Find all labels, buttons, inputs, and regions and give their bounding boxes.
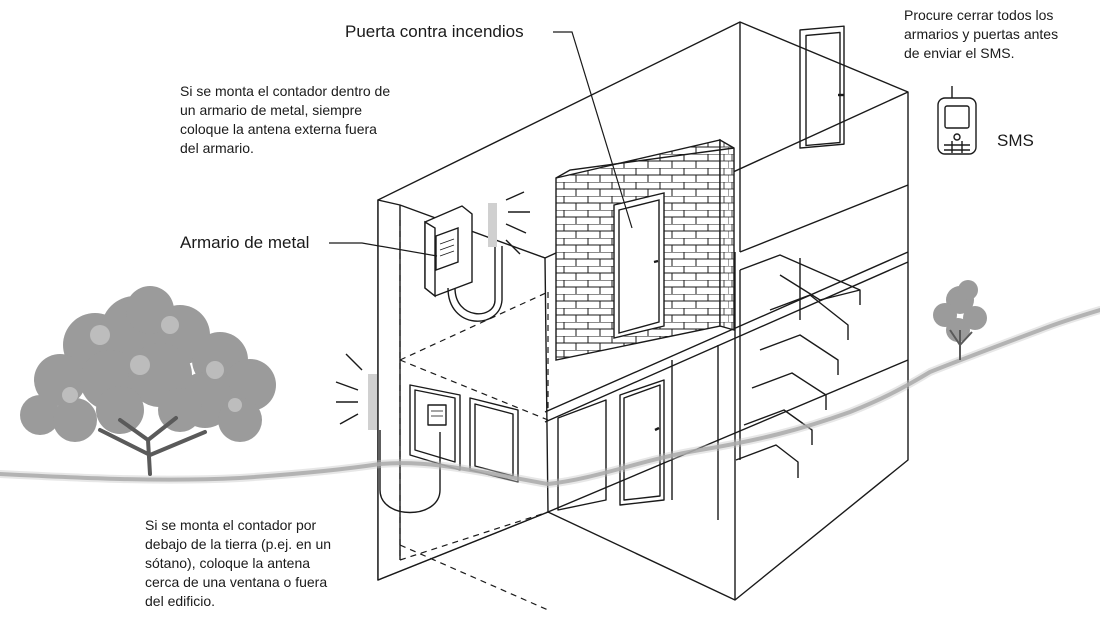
sms-label: SMS [997,131,1034,150]
floor-slab [544,251,909,413]
metal-cabinet [424,205,473,298]
tree-illustration [20,286,276,476]
ground-line [0,308,1100,487]
shrub-illustration [933,280,987,360]
basement-cable [379,430,441,514]
brick-wall [555,138,735,361]
signal-waves-upper [505,191,530,255]
upper-door [799,25,845,149]
note-line: coloque la antena externa fuera [180,121,377,137]
front-wall [377,199,549,581]
fire-door-label: Puerta contra incendios [345,22,524,41]
note-line: un armario de metal, siempre [180,102,363,118]
antenna-cable [447,246,503,322]
note-line: del armario. [180,140,254,156]
hidden-lines [399,220,549,611]
note-line: Si se monta el contador por [145,517,317,533]
fire-door [613,192,665,339]
signal-waves-basement [335,353,363,425]
basement-meter [427,404,447,426]
basement-note: Si se monta el contador por debajo de la… [145,516,331,611]
note-line: de enviar el SMS. [904,45,1015,61]
note-line: debajo de la tierra (p.ej. en un [145,536,332,552]
note-line: sótano), coloque la antena [145,555,311,571]
leader-lines [329,31,633,257]
external-antenna-basement [368,374,377,430]
metal-cabinet-label: Armario de metal [180,233,310,252]
note-line: cerca de una ventana o fuera [145,574,328,590]
note-line: Procure cerrar todos los [904,7,1054,23]
note-line: Si se monta el contador dentro de [180,83,391,99]
metal-cabinet-note: Si se monta el contador dentro de un arm… [180,82,390,158]
note-line: del edificio. [145,593,216,609]
mobile-phone-icon [937,86,977,155]
external-antenna-upper [488,203,497,247]
note-line: armarios y puertas antes [904,26,1059,42]
staircase [735,254,861,478]
close-doors-note: Procure cerrar todos los armarios y puer… [904,6,1058,63]
